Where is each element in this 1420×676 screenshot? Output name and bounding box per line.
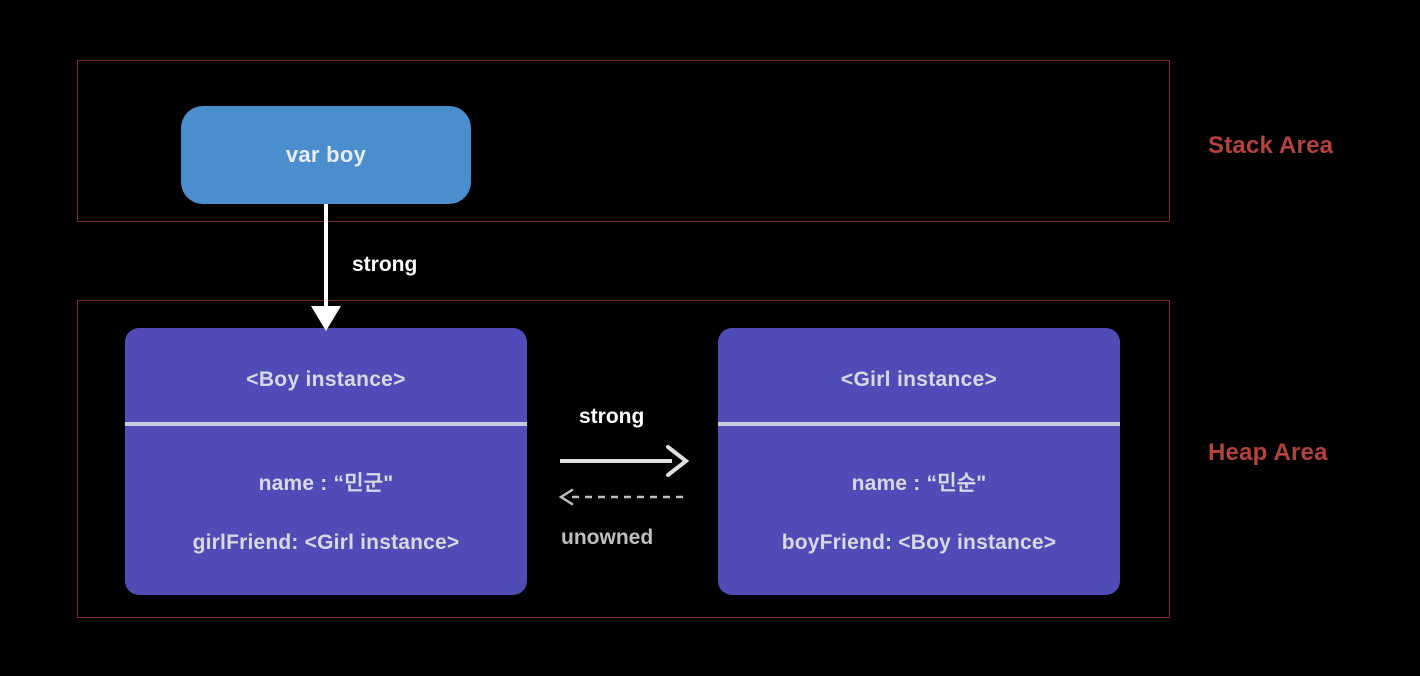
girl-instance-title: <Girl instance> <box>840 368 998 391</box>
girl-instance-divider <box>718 422 1120 426</box>
boy-instance-properties: name : “민군" girlFriend: <Girl instance> <box>125 426 527 595</box>
boy-instance-title: <Boy instance> <box>246 368 406 391</box>
boy-instance-property-girlfriend: girlFriend: <Girl instance> <box>192 530 460 554</box>
boy-instance-box[interactable]: <Boy instance> name : “민군" girlFriend: <… <box>125 328 527 595</box>
stack-area-frame <box>77 60 1170 222</box>
stack-area-label: Stack Area <box>1208 132 1334 159</box>
girl-instance-property-boyfriend: boyFriend: <Boy instance> <box>781 530 1057 554</box>
girl-instance-property-name: name : “민순" <box>851 471 987 495</box>
stack-variable-label: var boy <box>285 142 367 167</box>
heap-area-label: Heap Area <box>1208 439 1328 466</box>
girl-instance-properties: name : “민순" boyFriend: <Boy instance> <box>718 426 1120 595</box>
stack-variable-box[interactable]: var boy <box>181 106 471 204</box>
unowned-label: unowned <box>561 526 654 549</box>
strong-label-horizontal: strong <box>579 405 645 428</box>
girl-instance-box[interactable]: <Girl instance> name : “민순" boyFriend: <… <box>718 328 1120 595</box>
strong-label-vertical: strong <box>352 253 418 276</box>
boy-instance-divider <box>125 422 527 426</box>
heap-area-frame <box>77 300 1170 618</box>
boy-instance-property-name: name : “민군" <box>258 471 394 495</box>
